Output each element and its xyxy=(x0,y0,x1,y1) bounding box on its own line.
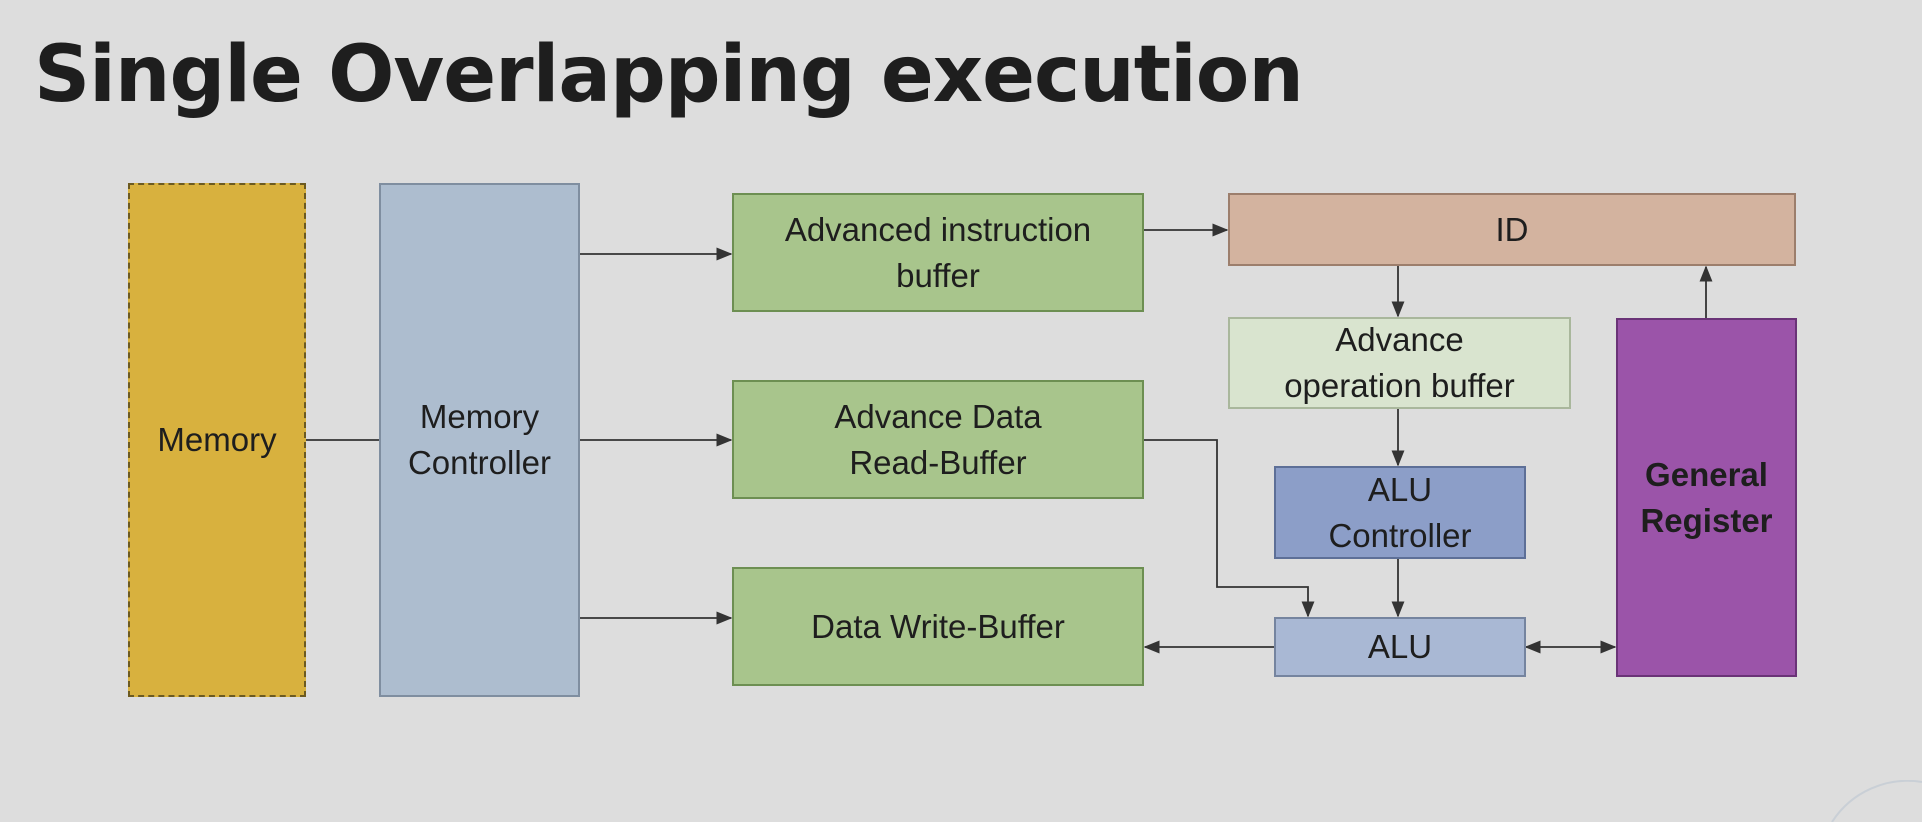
edge-read-buffer-to-alu xyxy=(1144,439,1315,618)
alu-controller-block: ALU Controller xyxy=(1274,466,1526,559)
data-write-buffer-block: Data Write-Buffer xyxy=(732,567,1144,686)
corner-decoration xyxy=(1831,780,1922,822)
id-block: ID xyxy=(1228,193,1796,266)
general-register-block: General Register xyxy=(1616,318,1797,677)
advance-data-read-buffer-block: Advance Data Read-Buffer xyxy=(732,380,1144,499)
alu-block: ALU xyxy=(1274,617,1526,677)
advanced-instruction-buffer-block: Advanced instruction buffer xyxy=(732,193,1144,312)
advance-operation-buffer-block: Advance operation buffer xyxy=(1228,317,1571,409)
slide-title: Single Overlapping execution xyxy=(34,30,1304,120)
memory-block: Memory xyxy=(128,183,306,697)
memory-controller-block: Memory Controller xyxy=(379,183,580,697)
